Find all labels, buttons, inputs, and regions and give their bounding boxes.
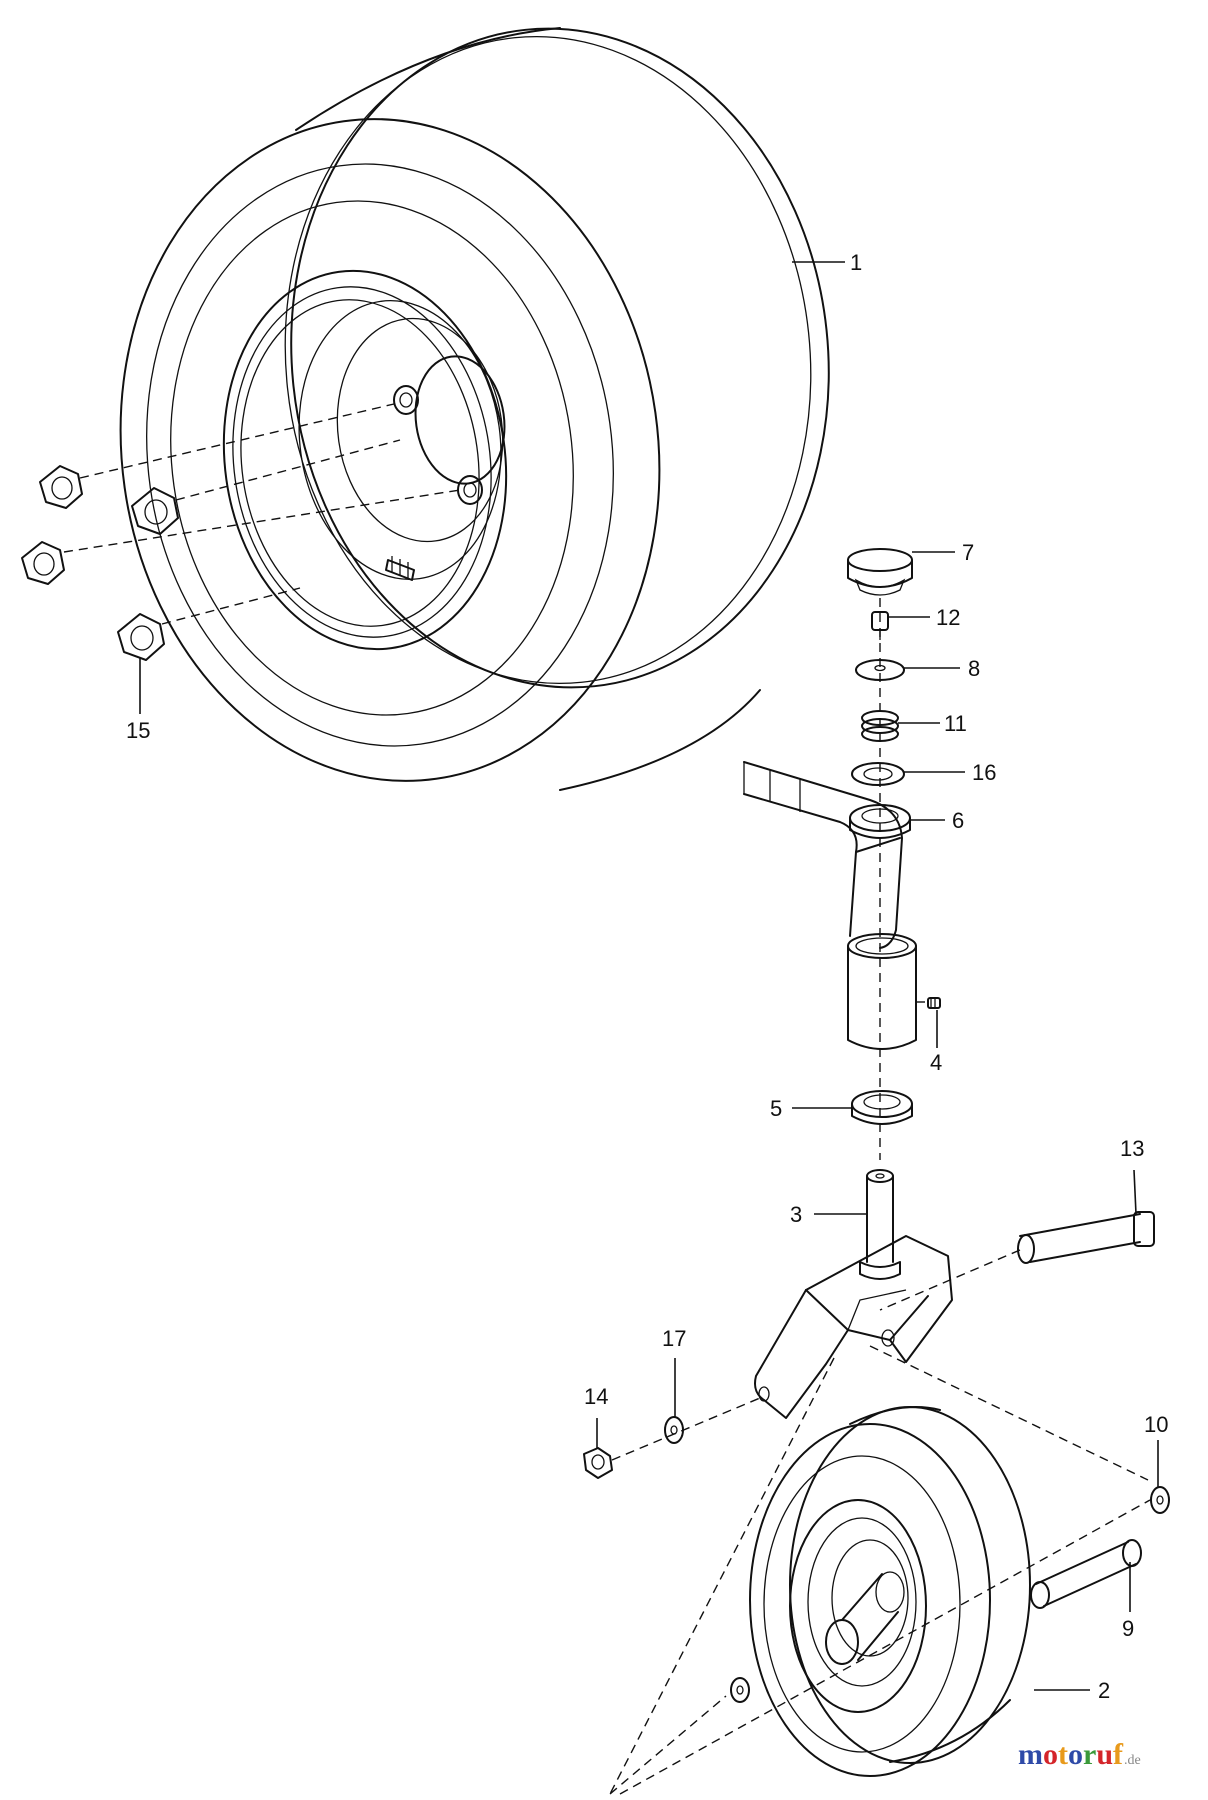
callout-3: 3 xyxy=(790,1202,802,1227)
callout-12: 12 xyxy=(936,605,960,630)
callout-9: 9 xyxy=(1122,1616,1134,1641)
callout-13: 13 xyxy=(1120,1136,1144,1161)
washer-front xyxy=(730,1677,750,1703)
watermark-letter: o xyxy=(1068,1738,1083,1771)
callout-17: 17 xyxy=(662,1326,686,1351)
watermark-logo: motoruf.de xyxy=(1018,1738,1141,1772)
callout-4: 4 xyxy=(930,1050,942,1075)
large-wheel xyxy=(119,27,830,791)
caster-assembly-lines xyxy=(609,1357,1151,1795)
watermark-letter: t xyxy=(1058,1738,1068,1771)
leader-lines xyxy=(139,261,1159,1691)
callout-5: 5 xyxy=(770,1096,782,1121)
caster-tube xyxy=(847,933,917,1050)
nut-assembly-lines xyxy=(63,403,461,625)
bearing-bottom xyxy=(851,1090,913,1125)
watermark-letter: m xyxy=(1018,1738,1043,1771)
watermark-letter: o xyxy=(1043,1738,1058,1771)
frame-arm xyxy=(743,761,903,949)
callout-8: 8 xyxy=(968,656,980,681)
dust-cap xyxy=(847,548,913,596)
watermark-suffix: .de xyxy=(1124,1753,1141,1768)
washer-17 xyxy=(664,1416,684,1444)
callouts: 1 2 3 4 5 6 7 8 9 10 11 12 13 14 15 16 1… xyxy=(126,250,1168,1703)
callout-16: 16 xyxy=(972,760,996,785)
callout-7: 7 xyxy=(962,540,974,565)
watermark-letter: f xyxy=(1113,1738,1124,1771)
callout-2: 2 xyxy=(1098,1678,1110,1703)
callout-11: 11 xyxy=(944,711,967,736)
side-bolt-line xyxy=(611,1397,761,1461)
set-screw xyxy=(916,997,941,1009)
callout-14: 14 xyxy=(584,1384,608,1409)
caster-stem xyxy=(859,1169,901,1280)
axle-spacer xyxy=(1030,1539,1142,1609)
nut-14 xyxy=(583,1447,613,1479)
lug-nuts xyxy=(21,465,179,661)
callout-10: 10 xyxy=(1144,1412,1168,1437)
washer-16 xyxy=(851,762,905,786)
callout-1: 1 xyxy=(850,250,862,275)
washer-10 xyxy=(1150,1486,1170,1514)
callout-6: 6 xyxy=(952,808,964,833)
caster-wheel xyxy=(749,1406,1031,1777)
caster-yoke xyxy=(754,1235,953,1419)
callout-15: 15 xyxy=(126,718,150,743)
axle-bolt xyxy=(869,1211,1155,1481)
watermark-letter: r xyxy=(1083,1738,1097,1771)
watermark-letter: u xyxy=(1096,1738,1114,1771)
